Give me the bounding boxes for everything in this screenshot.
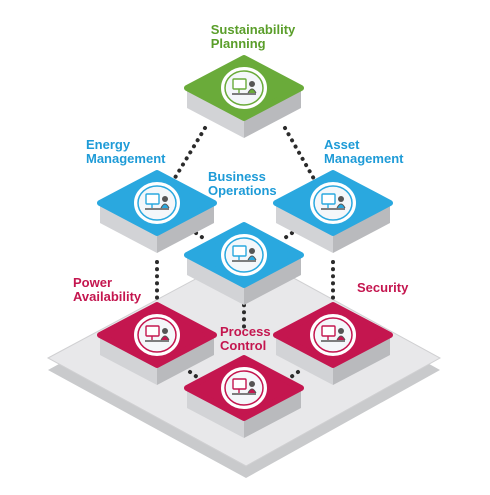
asset-management-icon bbox=[310, 182, 356, 224]
business-operations-icon bbox=[221, 234, 267, 276]
label-asset-management: Asset Management bbox=[324, 138, 403, 166]
label-power-line1: Power bbox=[73, 275, 113, 290]
block-right-face bbox=[157, 203, 214, 253]
label-energy-line2: Management bbox=[86, 151, 166, 166]
connector-energy-business bbox=[194, 231, 208, 242]
label-security-line1: Security bbox=[357, 280, 409, 295]
label-power-line2: Availability bbox=[73, 289, 142, 304]
process-control-icon bbox=[221, 367, 267, 409]
connector-sustainability-energy bbox=[168, 126, 207, 188]
label-process-control: Process Control bbox=[220, 325, 271, 353]
block-power bbox=[97, 302, 217, 385]
block-right-face bbox=[333, 335, 390, 385]
label-asset-line1: Asset bbox=[324, 137, 360, 152]
label-power-availability: Power Availability bbox=[73, 276, 141, 304]
label-sustainability-line2: Planning bbox=[210, 36, 266, 51]
label-sustainability-planning: Sustainability Planning bbox=[211, 23, 296, 51]
block-right-face bbox=[244, 88, 301, 138]
connector-asset-business bbox=[280, 231, 294, 242]
block-security bbox=[273, 302, 393, 385]
label-asset-line2: Management bbox=[324, 151, 404, 166]
energy-management-icon bbox=[134, 182, 180, 224]
block-energy bbox=[97, 170, 217, 253]
power-availability-icon bbox=[134, 314, 180, 356]
block-sustainability bbox=[184, 55, 304, 138]
label-business-line1: Business bbox=[208, 169, 266, 184]
label-business-operations: Business Operations bbox=[208, 170, 277, 198]
label-business-line2: Operations bbox=[208, 183, 277, 198]
block-right-face bbox=[333, 203, 390, 253]
block-asset bbox=[273, 170, 393, 253]
block-right-face bbox=[244, 388, 301, 438]
label-process-line1: Process bbox=[220, 324, 271, 339]
block-left-face bbox=[100, 335, 157, 385]
block-business bbox=[184, 222, 304, 305]
label-sustainability-line1: Sustainability bbox=[210, 22, 296, 37]
connector-lines bbox=[155, 126, 335, 384]
block-left-face bbox=[187, 255, 244, 305]
label-energy-management: Energy Management bbox=[86, 138, 165, 166]
connector-sustainability-asset bbox=[283, 126, 320, 188]
label-process-line2: Control bbox=[220, 338, 267, 353]
block-left-face bbox=[276, 335, 333, 385]
block-right-face bbox=[244, 255, 301, 305]
block-left-face bbox=[100, 203, 157, 253]
block-process bbox=[184, 355, 304, 438]
label-energy-line1: Energy bbox=[86, 137, 131, 152]
block-left-face bbox=[187, 88, 244, 138]
label-security: Security bbox=[357, 281, 408, 295]
sustainability-planning-icon bbox=[221, 67, 267, 109]
security-icon bbox=[310, 314, 356, 356]
block-left-face bbox=[187, 388, 244, 438]
block-left-face bbox=[276, 203, 333, 253]
block-right-face bbox=[157, 335, 214, 385]
